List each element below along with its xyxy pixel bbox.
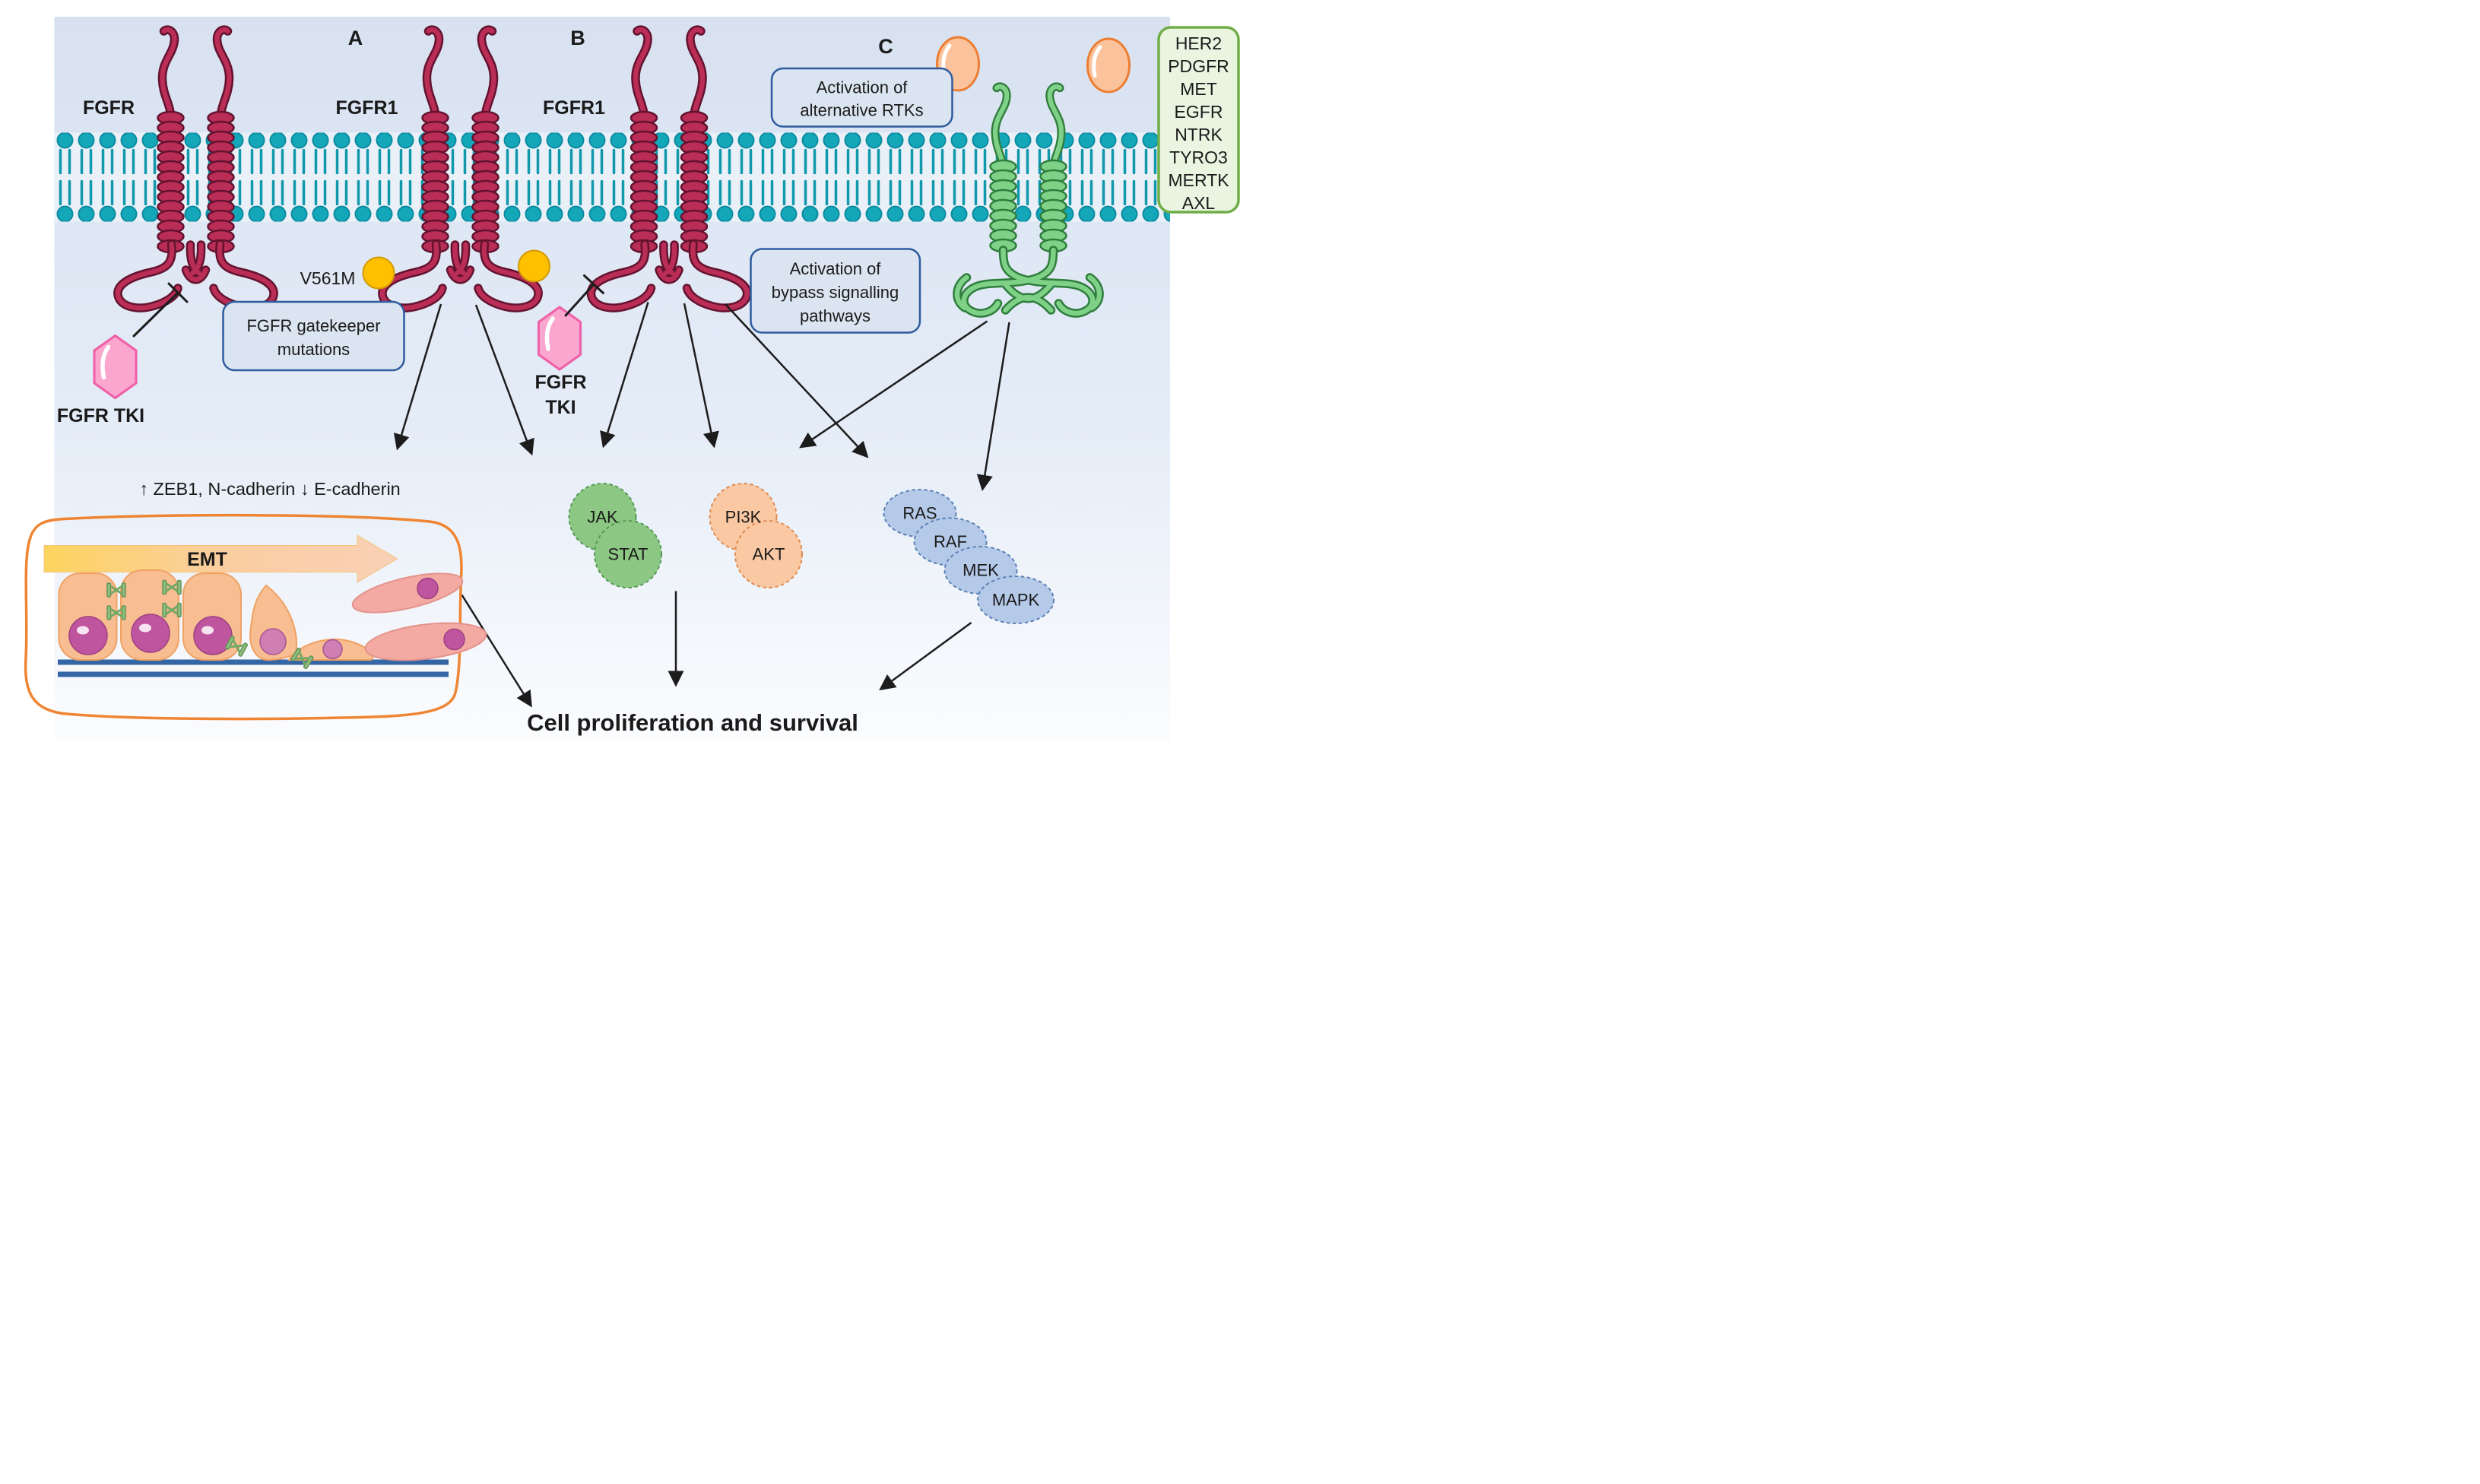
molecule-pi3k-akt: PI3K AKT (709, 483, 803, 588)
panel-letter-b: B (570, 27, 585, 49)
arrow-a-to-emt (393, 303, 442, 451)
box-rtk-list: HER2 PDGFR MET EGFR NTRK TYRO3 MERTK AXL (1157, 26, 1240, 214)
box-gatekeeper-line2: mutations (277, 340, 350, 359)
arrow-emt-to-outcome (461, 594, 532, 708)
receptor-label-fgfr: FGFR (83, 97, 135, 119)
tki-hexagon-icon (93, 334, 138, 400)
rtk-item: NTRK (1175, 125, 1223, 144)
molecule-mek: MEK (963, 561, 999, 580)
box-alt-line1: Activation of (817, 78, 909, 97)
box-alternative-rtks: Activation of alternative RTKs (770, 67, 953, 128)
mutation-dot (362, 256, 395, 290)
rtk-item: MET (1180, 79, 1217, 99)
box-bypass-line1: Activation of (790, 259, 882, 278)
box-bypass-signalling: Activation of bypass signalling pathways (750, 248, 921, 334)
molecule-ras: RAS (902, 504, 937, 523)
tki-label-b-line1: FGFR (534, 372, 586, 393)
tki-label-b-line2: TKI (545, 397, 576, 418)
emt-arrow-label: EMT (187, 549, 227, 570)
molecule-pi3k: PI3K (725, 508, 762, 527)
cell-membrane (54, 132, 1170, 222)
arrow-b-to-jak (600, 302, 649, 449)
rtk-item: HER2 (1175, 33, 1222, 53)
rtk-item: EGFR (1175, 102, 1223, 122)
emt-panel: EMT (24, 513, 487, 721)
rtk-item: AXL (1182, 193, 1216, 213)
molecule-mapk: MAPK (992, 591, 1040, 610)
basement-membrane (58, 659, 449, 677)
mutation-label: V561M (300, 268, 356, 288)
arrow-b-to-pi3k (683, 303, 719, 449)
molecule-stat: STAT (608, 545, 649, 564)
box-alt-line2: alternative RTKs (800, 101, 923, 120)
tki-hexagon-icon (538, 306, 582, 371)
arrow-b-to-ras (725, 303, 869, 458)
arrow-mapk-to-outcome (879, 621, 972, 691)
inhibition-tbar-a (132, 282, 189, 338)
arrow-a-to-jak (474, 304, 534, 456)
arrow-c-to-pi3k (799, 320, 988, 449)
emt-arrow: EMT (43, 534, 398, 583)
molecule-jak-stat: JAK STAT (568, 483, 662, 588)
panel-letter-a: A (348, 27, 363, 49)
ligand-icon (1086, 37, 1131, 94)
molecule-jak: JAK (587, 508, 618, 527)
box-gatekeeper-line1: FGFR gatekeeper (246, 316, 380, 335)
epithelial-cells (58, 569, 374, 661)
receptor-label-fgfr1-a: FGFR1 (336, 97, 398, 119)
box-bypass-line3: pathways (800, 306, 871, 325)
molecule-akt: AKT (753, 545, 785, 564)
rtk-item: TYRO3 (1169, 147, 1228, 167)
mutation-dot (518, 249, 550, 283)
panel-letter-c: C (878, 35, 893, 58)
box-gatekeeper-mutations: FGFR gatekeeper mutations (222, 300, 405, 372)
outcome-label: Cell proliferation and survival (527, 709, 858, 736)
receptor-label-fgfr1-b: FGFR1 (543, 97, 605, 119)
molecule-raf: RAF (934, 532, 967, 551)
figure-canvas: V561M A B C FGFR FGFR1 FGFR1 FGFR gateke… (0, 0, 1240, 742)
inhibition-tbar-b (564, 274, 604, 317)
pathway-diagram: V561M A B C FGFR FGFR1 FGFR1 FGFR gateke… (24, 17, 1240, 742)
emt-marker-text: ↑ ZEB1, N-cadherin ↓ E-cadherin (139, 479, 401, 499)
arrow-c-to-ras (976, 322, 1010, 491)
molecule-ras-cascade: RAS RAF MEK MAPK (883, 489, 1054, 624)
box-bypass-line2: bypass signalling (772, 283, 899, 302)
emt-outline (24, 513, 463, 721)
rtk-item: PDGFR (1168, 56, 1229, 76)
tki-label-left: FGFR TKI (57, 405, 144, 426)
rtk-item: MERTK (1168, 170, 1229, 190)
mesenchymal-cells (351, 572, 487, 661)
